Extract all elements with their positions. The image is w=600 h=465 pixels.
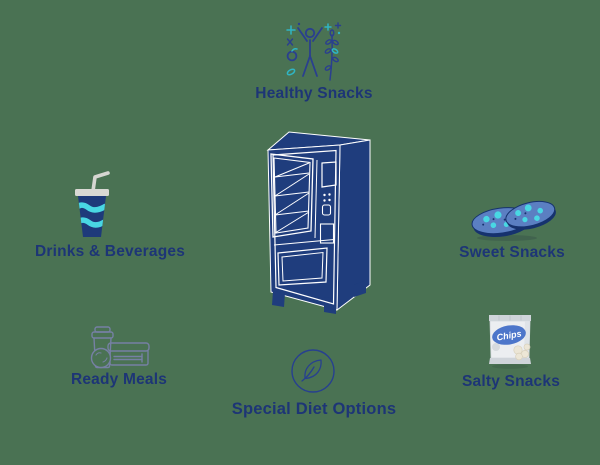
leaf-circle-icon [291,349,335,393]
chips-bag-label-text: Chips [496,328,522,342]
category-label-sweet-snacks: Sweet Snacks [459,244,565,261]
vending-machine-icon [266,131,371,314]
chips-bag-icon: Chips [489,315,531,369]
healthy-lifestyle-icon [286,22,342,81]
category-label-special-diet: Special Diet Options [231,400,397,418]
category-label-salty-snacks: Salty Snacks [461,373,561,390]
drink-cup-icon [75,171,110,237]
category-label-healthy-snacks: Healthy Snacks [255,85,373,102]
category-label-ready-meals: Ready Meals [70,371,168,388]
cookies-icon [471,200,556,241]
category-label-drinks-beverages: Drinks & Beverages [34,243,186,260]
meal-tray-icon [90,326,150,369]
